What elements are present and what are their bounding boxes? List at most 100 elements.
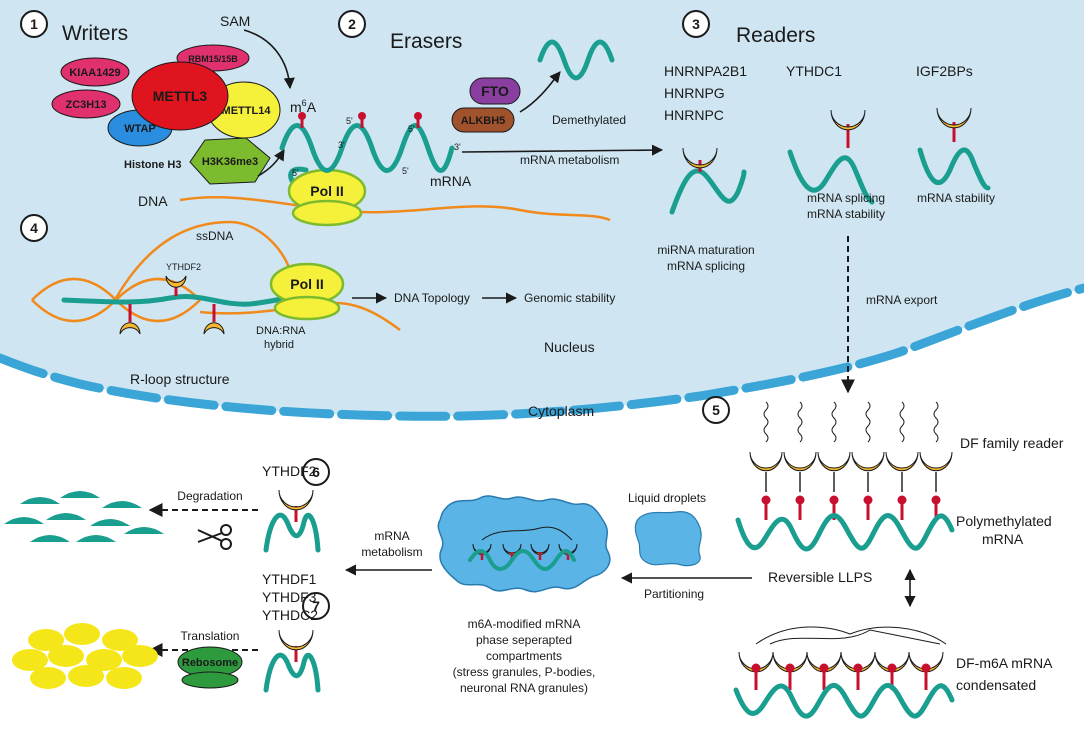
ythdf-line-3: YTHDC2 bbox=[262, 607, 318, 623]
sam-label: SAM bbox=[220, 13, 250, 29]
scissors-icon bbox=[197, 524, 232, 550]
mettl3-protein bbox=[131, 61, 229, 131]
mrna-3prime-a: 3' bbox=[338, 140, 345, 150]
mrna-5prime-a: 5' bbox=[346, 116, 353, 126]
protein-product bbox=[122, 645, 158, 667]
metabolism-label: mRNA metabolism bbox=[520, 153, 619, 167]
kiaa1429-label: KIAA1429 bbox=[69, 67, 120, 79]
mrna-m6a-marks bbox=[298, 112, 422, 128]
fto-label: FTO bbox=[481, 83, 509, 99]
metabolism-label-1: mRNA bbox=[374, 529, 409, 543]
mrna-fragment bbox=[46, 513, 86, 520]
alkbh5-label: ALKBH5 bbox=[461, 115, 506, 127]
phase-separated-compartment bbox=[437, 495, 611, 593]
mrna-5prime-d: 5' bbox=[292, 168, 299, 178]
methyl-mark-icon bbox=[897, 495, 907, 505]
protein-product bbox=[106, 667, 142, 689]
h3k36me3-hexagon bbox=[189, 137, 271, 185]
methyl-mark-icon bbox=[853, 663, 863, 673]
readers-title: Readers bbox=[736, 24, 815, 47]
h3k36-arrow bbox=[257, 149, 285, 177]
svg-text:5: 5 bbox=[712, 402, 720, 418]
igf2bps-label: IGF2BPs bbox=[916, 63, 973, 79]
zc3h13-protein bbox=[51, 89, 121, 119]
ythdf-line-2: YTHDF3 bbox=[262, 589, 317, 605]
ythdc1-reader-complex bbox=[787, 109, 875, 205]
compartment-line-2: phase seperapted bbox=[476, 633, 572, 647]
panel-number-7: 7 bbox=[302, 592, 330, 620]
mrna-5prime-b: 5' bbox=[408, 124, 415, 134]
panel-number-2: 2 bbox=[338, 10, 366, 38]
methyl-mark-icon bbox=[863, 495, 873, 505]
df-reader-row bbox=[749, 401, 953, 520]
mrna-fragment bbox=[30, 535, 70, 542]
ribosome-icon: Rebosome bbox=[177, 646, 243, 689]
condensate-reader-protein bbox=[908, 651, 944, 673]
compartment-line-5: neuronal RNA granules) bbox=[460, 681, 588, 695]
compartment-mrna bbox=[468, 549, 576, 571]
ythdf2-label: YTHDF2 bbox=[262, 463, 317, 479]
mrna-label: mRNA bbox=[430, 173, 472, 189]
hnrnp-reader-complex bbox=[669, 147, 747, 215]
cytoplasm-label: Cytoplasm bbox=[528, 403, 594, 419]
rloop-pol2-label: Pol II bbox=[290, 276, 323, 292]
mrna-fragment bbox=[90, 519, 130, 526]
df-reader-tail bbox=[797, 401, 803, 443]
liquid-droplet-icon bbox=[634, 511, 702, 567]
condensate-tails bbox=[755, 626, 947, 645]
df-reader-protein bbox=[851, 451, 885, 472]
fto-protein bbox=[469, 77, 521, 105]
translation-label: Translation bbox=[181, 629, 240, 643]
methyl-mark-icon bbox=[751, 663, 761, 673]
reversible-llps-label: Reversible LLPS bbox=[768, 569, 872, 585]
nucleus-label: Nucleus bbox=[544, 339, 595, 355]
mrna-fragment bbox=[124, 527, 164, 534]
condensate-label-1: DF-m6A mRNA bbox=[956, 655, 1053, 671]
rloop-pol2-bottom bbox=[273, 295, 341, 321]
methyl-mark-icon bbox=[829, 495, 839, 505]
kiaa1429-protein bbox=[60, 57, 130, 87]
df-family-reader-label: DF family reader bbox=[960, 435, 1064, 451]
hybrid-rna bbox=[61, 293, 303, 307]
methyl-mark-icon bbox=[795, 495, 805, 505]
svg-text:1: 1 bbox=[30, 16, 38, 32]
mrna-fragment bbox=[102, 501, 142, 508]
ythdf-line-1: YTHDF1 bbox=[262, 571, 317, 587]
methyl-mark-icon bbox=[761, 495, 771, 505]
pol2-label: Pol II bbox=[310, 183, 343, 199]
compartment-line-4: (stress granules, P-bodies, bbox=[453, 665, 596, 679]
translation-reader-complex bbox=[263, 629, 321, 693]
hybrid-label-1: DNA:RNA bbox=[256, 325, 306, 337]
zc3h13-label: ZC3H13 bbox=[66, 99, 107, 111]
ssdna-label: ssDNA bbox=[196, 229, 233, 243]
protein-product bbox=[30, 667, 66, 689]
methyl-mark-icon bbox=[819, 663, 829, 673]
rbm15-label: RBM15/15B bbox=[188, 54, 238, 64]
ribosome-label: Rebosome bbox=[182, 657, 238, 669]
degraded-mrna-fragments bbox=[4, 491, 164, 542]
metabolism-arrow bbox=[461, 144, 664, 156]
df-reader-protein bbox=[919, 451, 953, 472]
panel-number-6: 6 bbox=[302, 458, 330, 486]
dna-topology-label: DNA Topology bbox=[394, 291, 470, 305]
translated-protein-products bbox=[12, 623, 158, 689]
demethylated-mrna bbox=[537, 39, 615, 81]
erasers-title: Erasers bbox=[390, 30, 462, 53]
ythdc1-fn-1: mRNA splicing bbox=[807, 191, 885, 205]
mrna-5prime-c: 5' bbox=[402, 166, 409, 176]
polymethylated-label-2: mRNA bbox=[982, 531, 1024, 547]
hybrid-label-2: hybrid bbox=[264, 339, 294, 351]
mrna-export-label: mRNA export bbox=[866, 293, 938, 307]
sam-arrow bbox=[243, 29, 295, 90]
svg-text:6: 6 bbox=[312, 464, 320, 480]
protein-product bbox=[48, 645, 84, 667]
svg-text:4: 4 bbox=[30, 220, 38, 236]
dna-strand bbox=[179, 195, 611, 222]
mrna-fragment bbox=[76, 535, 116, 542]
df-reader-tail bbox=[831, 401, 837, 443]
writers-title: Writers bbox=[62, 22, 128, 45]
rloop-reader-top bbox=[165, 275, 187, 296]
compartment-line-1: m6A-modified mRNA bbox=[468, 617, 581, 631]
rloop-reader-bottom-2 bbox=[203, 304, 225, 335]
